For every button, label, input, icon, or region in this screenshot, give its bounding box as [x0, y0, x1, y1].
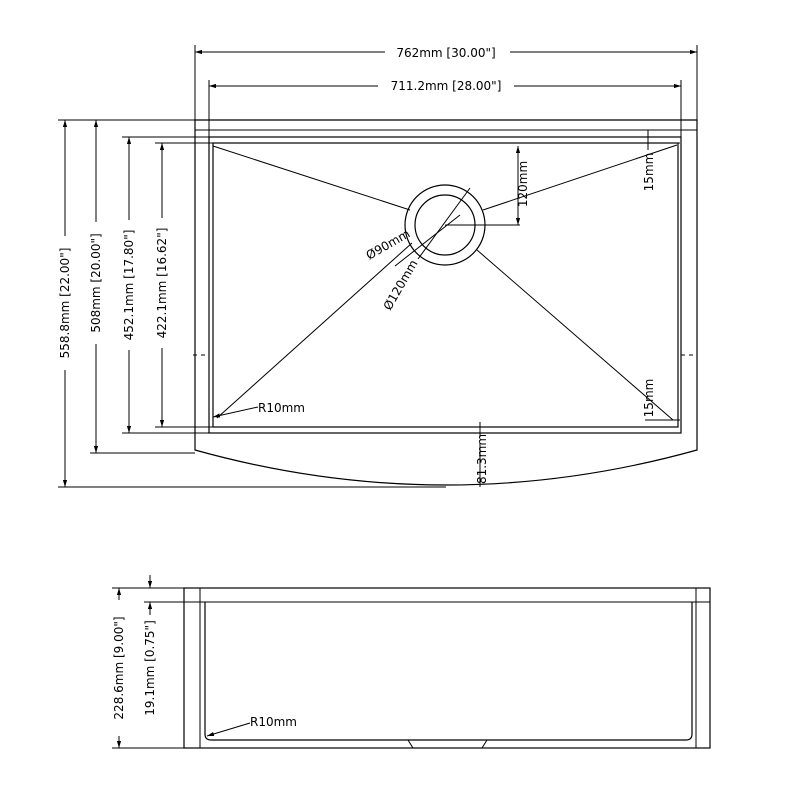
label-height: 228.6mm [9.00"] — [112, 616, 126, 719]
label-radius-side: R10mm — [250, 715, 297, 729]
label-depth-508: 508mm [20.00"] — [89, 233, 103, 332]
slope-line-tr — [482, 144, 678, 211]
label-rim-bottom: 15mm — [642, 379, 656, 418]
label-depth-422: 422.1mm [16.62"] — [155, 228, 169, 339]
width-dimensions: 762mm [30.00"] 711.2mm [28.00"] — [194, 42, 698, 137]
label-apron: 81.3mm — [475, 434, 489, 484]
label-drain-inner: Ø90mm — [364, 226, 413, 262]
slope-line-tl — [212, 145, 411, 211]
label-overall-depth: 558.8mm [22.00"] — [58, 248, 72, 359]
slope-line-br — [476, 249, 674, 421]
basin-outline — [212, 142, 679, 428]
slope-line-bl — [216, 242, 413, 419]
side-drain — [407, 739, 488, 749]
label-overall-width: 762mm [30.00"] — [396, 46, 495, 60]
top-view: 120mm Ø90mm Ø120mm 15mm 15mm R10mm 81.3m… — [193, 119, 698, 487]
label-drain-offset: 120mm — [516, 161, 530, 207]
side-basin — [204, 602, 693, 741]
label-radius-top: R10mm — [258, 401, 305, 415]
label-inner-width: 711.2mm [28.00"] — [391, 79, 502, 93]
sink-outline — [194, 119, 698, 486]
side-view: R10mm 228.6mm [9.00"] 19.1mm [0.75"] — [111, 575, 711, 749]
label-rim-thickness: 19.1mm [0.75"] — [143, 620, 157, 716]
depth-dimensions: 558.8mm [22.00"] 508mm [20.00"] 452.1mm … — [57, 119, 446, 488]
label-rim-top: 15mm — [642, 153, 656, 192]
inner-rim — [208, 136, 682, 434]
label-depth-452: 452.1mm [17.80"] — [122, 230, 136, 341]
